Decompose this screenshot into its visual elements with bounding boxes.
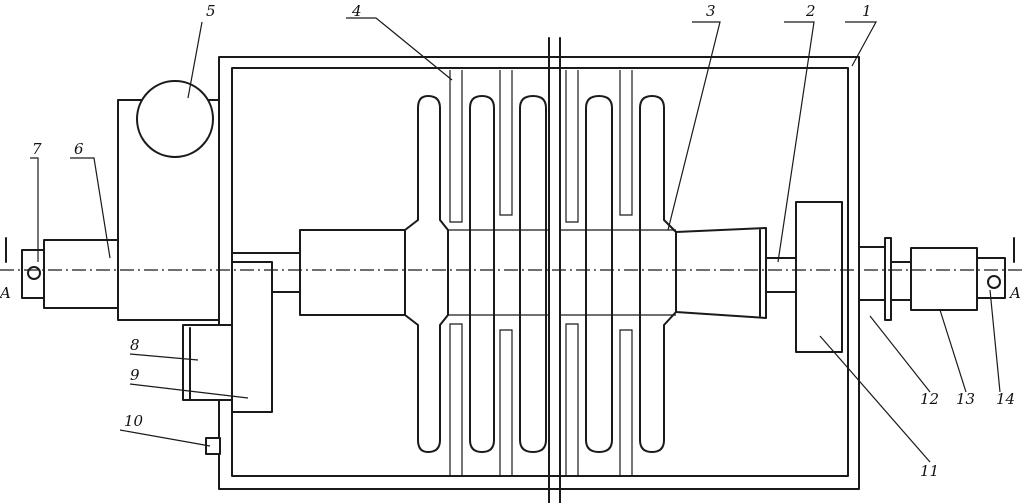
label-2: 2: [805, 2, 816, 20]
seal-block: [231, 261, 273, 413]
coupling: [890, 261, 912, 301]
disc-stack-left: [404, 70, 548, 476]
section-label-left: A: [0, 284, 11, 302]
label-6: 6: [74, 140, 84, 158]
motor-circle: [136, 80, 214, 158]
part-labels: 1 2 3 4 5 6 7 8 9 10 11 12 13 14 A A: [0, 2, 1021, 480]
shaft-housing: [43, 239, 119, 309]
left-drive-assembly: [21, 80, 220, 321]
shaft-hole-right: [987, 275, 1001, 289]
label-9: 9: [130, 366, 140, 384]
drain-plug: [205, 437, 221, 455]
disc-4: [585, 95, 613, 453]
right-external-assembly: [858, 237, 1006, 321]
disc-stack-right: [561, 70, 677, 476]
label-1: 1: [862, 2, 872, 20]
shaft-hole-left: [27, 266, 41, 280]
disc-2: [469, 95, 495, 453]
disc-1: [404, 95, 449, 453]
section-line: [0, 237, 1024, 271]
shaft-right: [675, 201, 843, 353]
label-13: 13: [956, 390, 975, 408]
label-3: 3: [706, 2, 716, 20]
disc-3: [519, 95, 547, 453]
label-12: 12: [920, 390, 939, 408]
label-14: 14: [996, 390, 1015, 408]
label-11: 11: [920, 462, 939, 480]
section-label-right: A: [1008, 284, 1021, 302]
leader-lines: [30, 17, 1001, 463]
disc-5: [639, 95, 677, 453]
label-4: 4: [351, 2, 362, 20]
hub-right: [675, 227, 767, 319]
hub-left: [299, 229, 406, 316]
bracket: [182, 324, 233, 401]
label-5: 5: [206, 2, 216, 20]
lower-left-parts: [182, 261, 273, 455]
coupling-sleeve: [910, 247, 978, 311]
bearing-block: [795, 201, 843, 353]
label-10: 10: [124, 412, 144, 430]
label-8: 8: [130, 336, 140, 354]
label-7: 7: [32, 140, 42, 158]
